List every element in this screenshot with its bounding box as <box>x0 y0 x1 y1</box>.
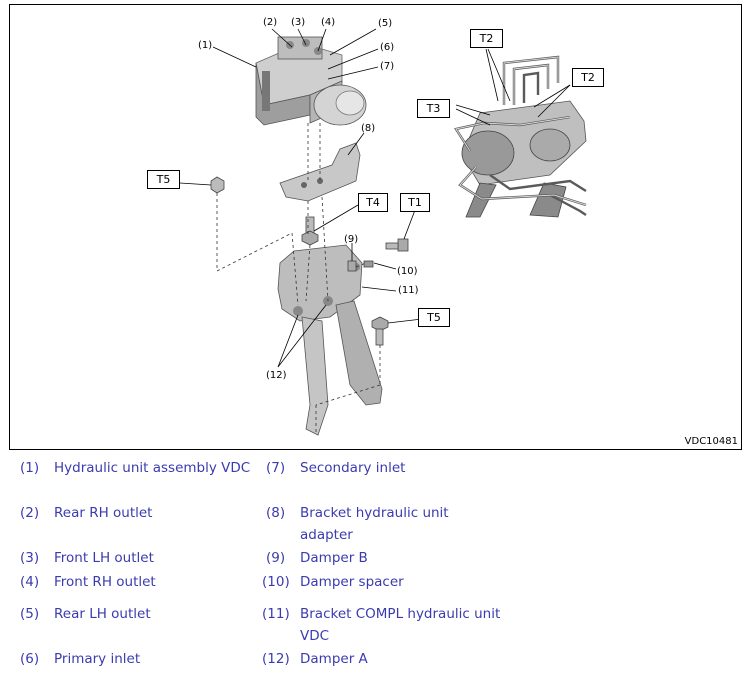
callout-8: (8) <box>361 123 376 134</box>
legend-label: Front LH outlet <box>54 550 154 566</box>
legend-label: Primary inlet <box>54 651 141 667</box>
leader-lines <box>179 28 423 368</box>
legend-num: (10) <box>262 574 290 590</box>
torque-tag-t4: T4 <box>358 193 388 212</box>
legend-label: Rear LH outlet <box>54 606 151 622</box>
legend-num: (1) <box>20 460 40 476</box>
callout-5: (5) <box>378 18 393 29</box>
legend-num: (12) <box>262 651 290 667</box>
figure-code: VDC10481 <box>684 436 738 447</box>
legend-label: Damper A <box>300 651 368 667</box>
callout-3: (3) <box>291 17 306 28</box>
inset-detail-illustration <box>454 55 587 218</box>
legend-num: (8) <box>266 505 286 521</box>
torque-tag-t5-left: T5 <box>147 170 180 189</box>
torque-tag-t2-right: T2 <box>572 68 604 87</box>
legend-num: (6) <box>20 651 40 667</box>
callout-11: (11) <box>398 285 419 296</box>
legend-num: (4) <box>20 574 40 590</box>
torque-tag-t3: T3 <box>417 99 450 118</box>
callout-6: (6) <box>380 42 395 53</box>
hydraulic-unit-illustration <box>255 36 367 126</box>
legend-label: Hydraulic unit assembly VDC <box>54 460 251 476</box>
legend-label: Front RH outlet <box>54 574 156 590</box>
inset-leader-lines <box>455 48 571 126</box>
legend-label: Damper spacer <box>300 574 404 590</box>
legend-label: Secondary inlet <box>300 460 406 476</box>
callout-7: (7) <box>380 61 395 72</box>
legend-label: Bracket COMPL hydraulic unit VDC <box>300 606 501 644</box>
legend-num: (11) <box>262 606 290 622</box>
legend-num: (5) <box>20 606 40 622</box>
callout-12: (12) <box>266 370 287 381</box>
fastener-illustrations <box>210 176 409 346</box>
torque-tag-t2-top: T2 <box>470 29 503 48</box>
callout-9: (9) <box>344 234 359 245</box>
legend-label: Rear RH outlet <box>54 505 153 521</box>
torque-tag-t5-right: T5 <box>418 308 450 327</box>
legend-num: (7) <box>266 460 286 476</box>
diagram-artwork <box>179 28 587 436</box>
callout-10: (10) <box>397 266 418 277</box>
alignment-lines <box>216 123 381 435</box>
legend-label: Damper B <box>300 550 368 566</box>
callout-2: (2) <box>263 17 278 28</box>
legend-num: (9) <box>266 550 286 566</box>
callout-4: (4) <box>321 17 336 28</box>
legend-num: (2) <box>20 505 40 521</box>
bracket-compl-illustration <box>277 244 383 436</box>
callout-1: (1) <box>198 40 213 51</box>
torque-tag-t1: T1 <box>400 193 430 212</box>
exploded-diagram: T5 T4 T1 T5 T2 T2 T3 (1) (2) (3) (4) (5)… <box>9 4 742 450</box>
legend-num: (3) <box>20 550 40 566</box>
legend-label: Bracket hydraulic unit adapter <box>300 505 449 543</box>
